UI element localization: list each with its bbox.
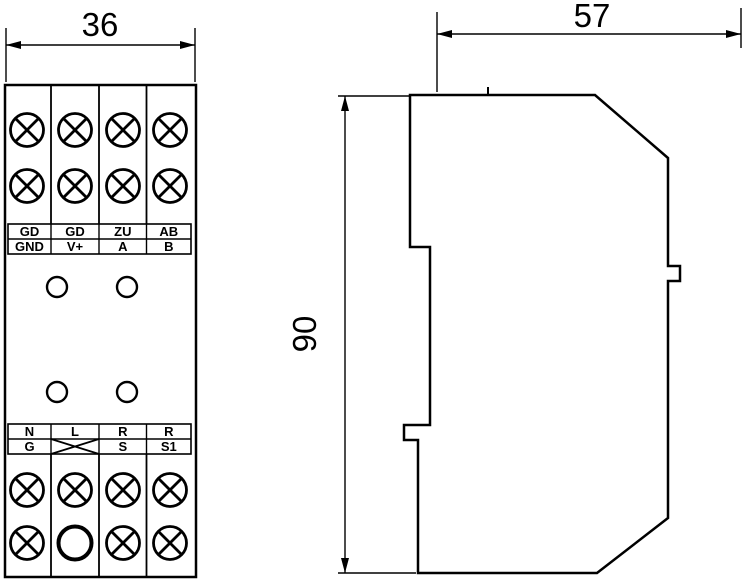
arrowhead-right-icon — [180, 41, 195, 49]
screw-terminal-icon — [105, 472, 141, 508]
arrowhead-down-icon — [341, 558, 349, 573]
terminal-label: GD — [20, 224, 40, 239]
screw-terminal-icon — [105, 525, 141, 561]
terminal-separators-top — [50, 86, 148, 224]
arrowhead-right-icon — [726, 30, 741, 38]
screw-terminal-icon — [57, 112, 93, 148]
terminal-label: B — [164, 239, 173, 254]
terminal-label: R — [118, 424, 128, 439]
arrowhead-left-icon — [437, 30, 452, 38]
plain-circle-hole-icon — [56, 524, 94, 562]
screw-terminals-bottom — [9, 472, 188, 562]
screw-terminal-icon — [152, 168, 188, 204]
screw-terminal-icon — [57, 472, 93, 508]
screw-terminal-icon — [152, 525, 188, 561]
terminal-label: L — [71, 424, 79, 439]
screw-terminal-icon — [9, 168, 45, 204]
terminal-label: N — [25, 424, 34, 439]
terminal-label: R — [164, 424, 174, 439]
terminal-label: A — [118, 239, 128, 254]
dimension-height-value: 90 — [286, 316, 323, 353]
arrowhead-left-icon — [6, 41, 21, 49]
screw-terminal-icon — [152, 112, 188, 148]
small-circle-icon — [45, 275, 69, 299]
screw-terminal-icon — [9, 112, 45, 148]
arrowhead-up-icon — [341, 96, 349, 111]
screw-terminal-icon — [105, 112, 141, 148]
small-circle-icon — [115, 275, 139, 299]
terminal-label: ZU — [114, 224, 131, 239]
side-profile-outline — [402, 93, 682, 575]
dimension-width: 36 — [5, 6, 196, 82]
dimension-depth-value: 57 — [574, 0, 611, 34]
indicator-holes-upper — [45, 275, 139, 299]
side-view: 57 90 — [286, 0, 742, 575]
dimension-height: 90 — [286, 95, 416, 574]
indicator-holes-lower — [45, 380, 139, 404]
screw-terminal-icon — [57, 168, 93, 204]
terminal-label: GD — [65, 224, 85, 239]
terminal-label: GND — [15, 239, 44, 254]
screw-terminal-icon — [9, 472, 45, 508]
terminal-label: AB — [159, 224, 178, 239]
dimension-width-value: 36 — [82, 6, 119, 43]
terminal-label: S — [118, 439, 127, 454]
screw-terminal-icon — [105, 168, 141, 204]
terminal-label: G — [24, 439, 34, 454]
terminal-label: S1 — [161, 439, 177, 454]
front-view: 36 GD GD ZU — [3, 6, 198, 579]
crossed-lines-icon — [50, 438, 100, 455]
terminal-label-grid-top: GD GD ZU AB GND V+ A B — [7, 223, 192, 255]
screw-terminal-icon — [152, 472, 188, 508]
dimension-depth: 57 — [436, 0, 742, 92]
terminal-separators-bottom — [50, 454, 148, 576]
terminal-label: V+ — [67, 239, 84, 254]
small-circle-icon — [115, 380, 139, 404]
screw-terminal-icon — [9, 525, 45, 561]
small-circle-icon — [45, 380, 69, 404]
